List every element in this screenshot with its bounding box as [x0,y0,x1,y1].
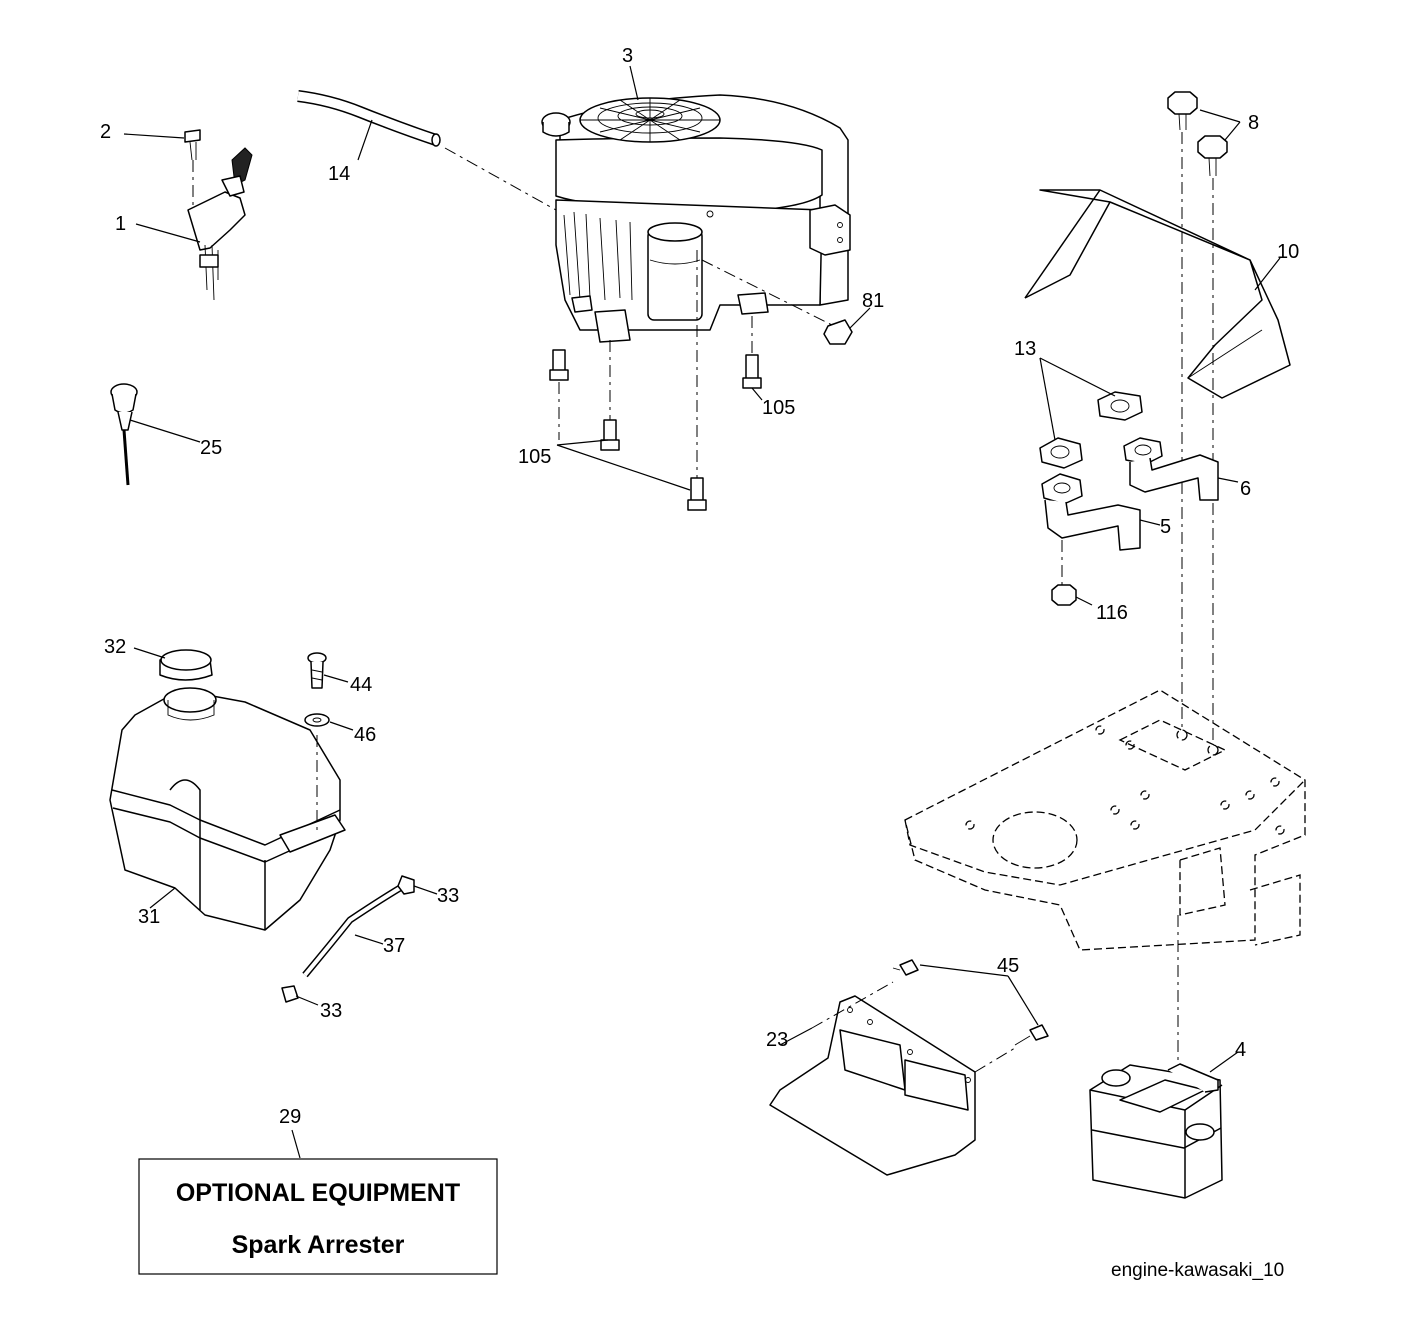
part-number-45: 45 [997,955,1019,977]
part-number-23: 23 [766,1029,788,1051]
optional-equipment-subtitle: Spark Arrester [232,1231,405,1259]
heat-shield-illustration [1024,189,1291,399]
part-number-33-upper: 33 [437,885,459,907]
part-number-46: 46 [354,724,376,746]
part-numbers: 1 2 3 4 5 6 8 10 13 14 23 25 29 31 32 33… [100,45,1299,1128]
part-number-8: 8 [1248,112,1259,134]
engine-bolts-illustration [549,250,853,511]
part-number-116: 116 [1096,602,1128,624]
muffler-illustration [1089,915,1223,1199]
frame-illustration [904,689,1306,951]
dipstick-illustration [110,383,138,486]
part-number-14: 14 [328,163,350,185]
throttle-control-illustration [184,129,253,301]
part-number-81: 81 [862,290,884,312]
part-number-37: 37 [383,935,405,957]
part-number-105-left: 105 [518,446,551,468]
exhaust-pipes-illustration [1039,391,1219,606]
part-number-44: 44 [350,674,372,696]
part-number-31: 31 [138,906,160,928]
shield-plate-illustration [769,959,1049,1176]
part-number-1: 1 [115,213,126,235]
part-number-2: 2 [100,121,111,143]
part-number-5: 5 [1160,516,1171,538]
fuel-line-illustration [281,875,415,1003]
optional-equipment-title: OPTIONAL EQUIPMENT [176,1179,460,1207]
optional-equipment-box: OPTIONAL EQUIPMENT Spark Arrester [138,1158,498,1275]
part-number-29: 29 [279,1106,301,1128]
part-number-4: 4 [1235,1039,1246,1061]
fuel-hose-illustration [297,90,557,211]
part-number-105-right: 105 [762,397,795,419]
leader-lines [123,65,1281,1159]
part-number-32: 32 [104,636,126,658]
part-number-13: 13 [1014,338,1036,360]
part-number-6: 6 [1240,478,1251,500]
diagram-id-caption: engine-kawasaki_10 [1111,1260,1284,1281]
engine-illustration [541,94,851,343]
part-number-3: 3 [622,45,633,67]
fuel-tank-illustration [109,649,346,931]
part-number-33-lower: 33 [320,1000,342,1022]
part-number-25: 25 [200,437,222,459]
part-number-10: 10 [1277,241,1299,263]
tank-screw-illustration [304,652,330,727]
shield-screws-illustration [1167,91,1228,745]
